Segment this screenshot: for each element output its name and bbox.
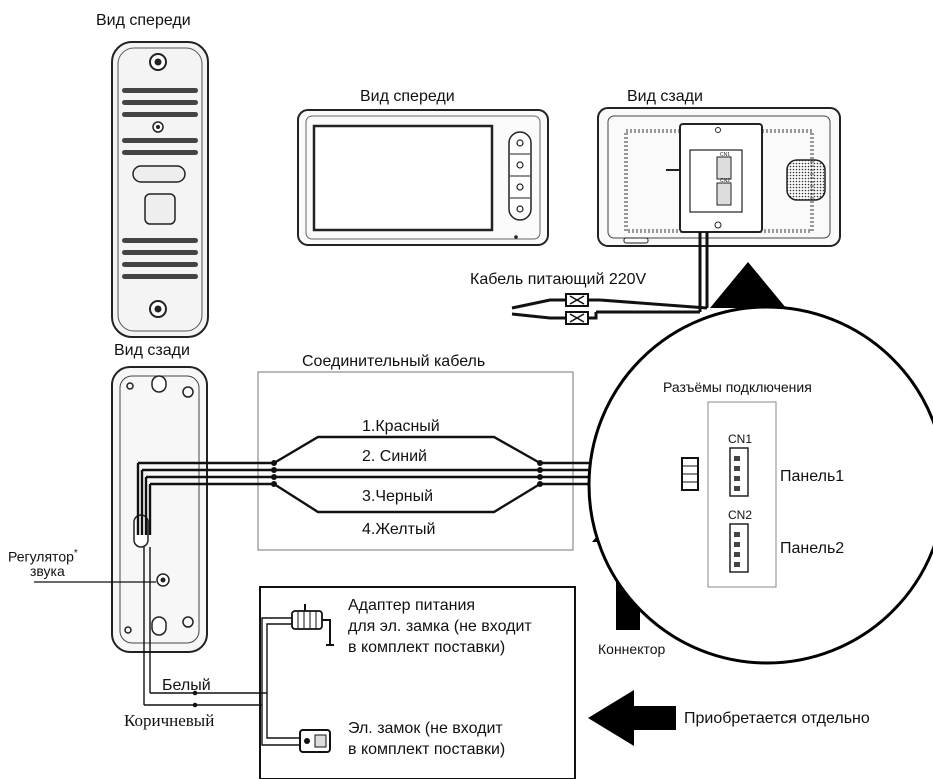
panel2-label: Панель2 <box>780 540 845 557</box>
connectors-zoom-circle <box>587 305 933 665</box>
connecting-cable-box <box>257 371 574 551</box>
volume-footnote-star: * <box>73 548 78 559</box>
panel-front-title: Вид спереди <box>96 12 191 29</box>
lock-label-line2: в комплект поставки) <box>348 741 506 758</box>
call-panel-back <box>111 366 208 653</box>
lock-label-line1: Эл. замок (не входит <box>348 720 503 737</box>
monitor-front-title: Вид спереди <box>360 88 455 105</box>
monitor-back: CN1 CN2 <box>597 107 841 247</box>
panel1-label: Панель1 <box>780 468 845 485</box>
volume-label-text: Регулятор <box>8 548 74 565</box>
adapter-label-line2: для эл. замка (не входит <box>348 618 532 635</box>
adapter-label-line1: Адаптер питания <box>348 597 476 614</box>
wire-label-2: 2. Синий <box>362 448 427 465</box>
connector-label: Коннектор <box>598 641 666 657</box>
arrow-left-purchased <box>588 690 676 746</box>
cn2-label: CN2 <box>728 508 753 522</box>
monitor-back-title: Вид сзади <box>627 88 703 105</box>
connectors-title: Разъёмы подключения <box>663 379 812 395</box>
lock-label: Эл. замок (не входит в комплект поставки… <box>348 718 505 760</box>
power-adapter-icon <box>291 604 334 646</box>
adapter-label: Адаптер питания для эл. замка (не входит… <box>348 595 532 658</box>
wire-junction-dots <box>271 460 543 487</box>
power-cable <box>511 232 709 325</box>
connecting-cable-title: Соединительный кабель <box>302 353 486 370</box>
wire-label-1: 1.Красный <box>362 418 440 435</box>
power-cable-label: Кабель питающий 220V <box>470 271 647 288</box>
monitor-front <box>297 109 549 246</box>
purchased-separately-label: Приобретается отдельно <box>684 710 870 727</box>
white-wire-label: Белый <box>162 677 211 694</box>
electric-lock-icon <box>299 729 331 753</box>
panel-back-title: Вид сзади <box>114 342 190 359</box>
volume-label-line1: Регулятор* <box>8 545 78 566</box>
svg-text:CN2: CN2 <box>720 178 730 184</box>
cn1-label: CN1 <box>728 432 753 446</box>
arrow-up-to-monitor <box>710 262 786 350</box>
lock-wiring <box>143 547 576 779</box>
call-panel-front <box>111 41 209 338</box>
volume-label-line2: звука <box>30 563 65 579</box>
brown-wire-label: Коричневый <box>124 711 215 730</box>
svg-text:CN1: CN1 <box>720 152 730 158</box>
adapter-label-line3: в комплект поставки) <box>348 639 506 656</box>
wire-label-3: 3.Черный <box>362 488 434 505</box>
wire-label-4: 4.Желтый <box>362 521 436 538</box>
